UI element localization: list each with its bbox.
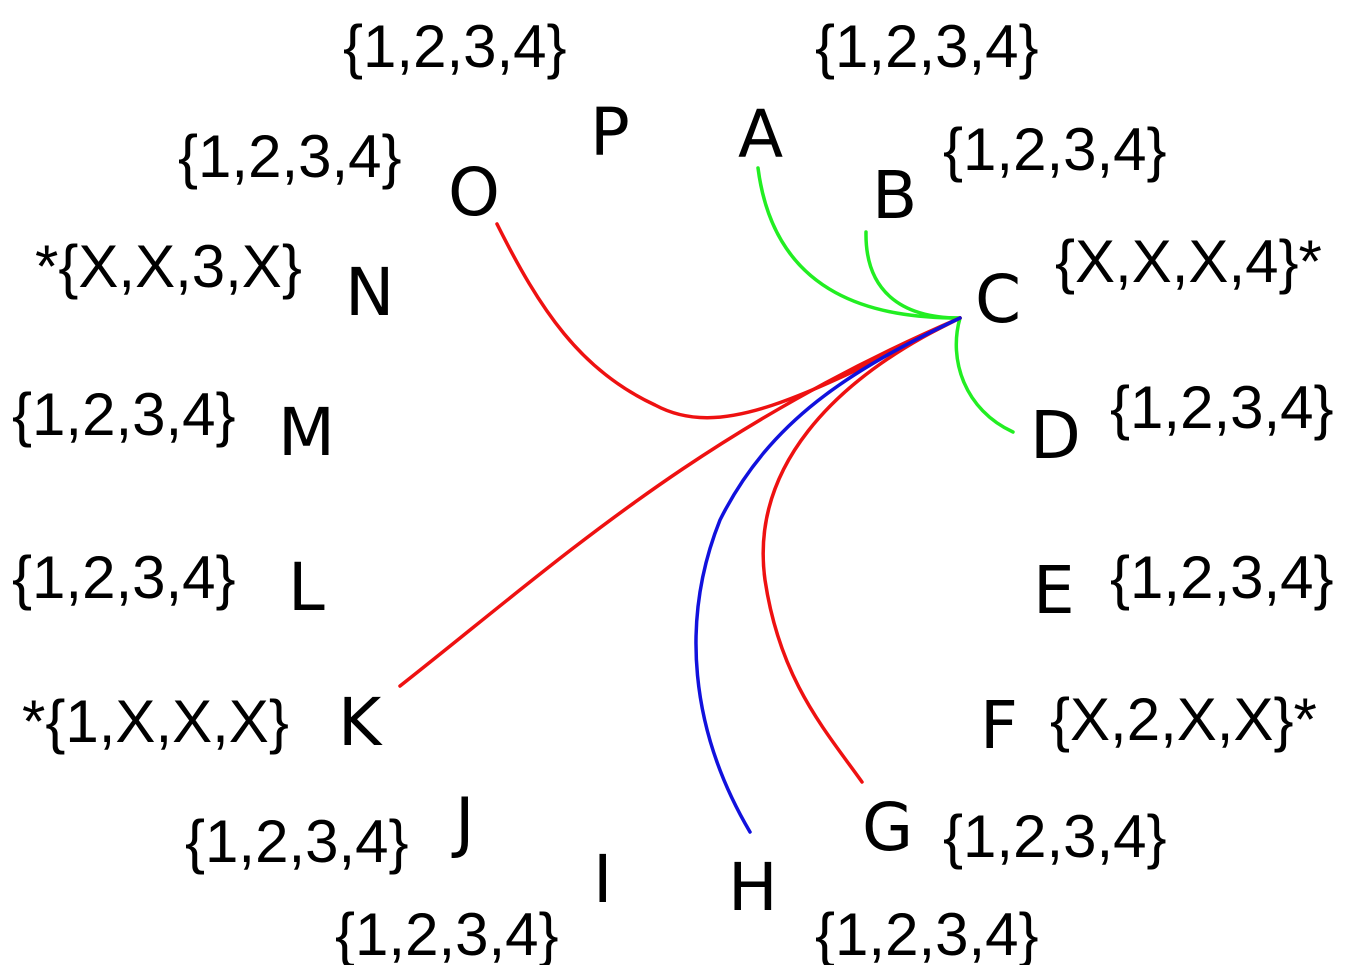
node-label-d: D bbox=[1030, 397, 1081, 474]
domain-label-p: {1,2,3,4} bbox=[343, 13, 567, 80]
edge-c-a bbox=[756, 166, 962, 320]
edge-c-g bbox=[761, 316, 962, 784]
domain-label-h: {1,2,3,4} bbox=[815, 901, 1039, 965]
domain-label-b: {1,2,3,4} bbox=[943, 116, 1167, 183]
node-a: A {1,2,3,4} bbox=[738, 13, 1039, 173]
edge-c-o bbox=[495, 222, 962, 420]
node-p: P {1,2,3,4} bbox=[343, 13, 630, 171]
domain-label-j: {1,2,3,4} bbox=[185, 808, 409, 875]
node-label-g: G bbox=[862, 789, 913, 866]
node-label-f: F bbox=[980, 687, 1018, 764]
domain-label-n: *{X,X,3,X} bbox=[35, 233, 302, 300]
node-h: H {1,2,3,4} bbox=[728, 849, 1039, 965]
edges-layer bbox=[398, 166, 1015, 834]
node-k: K *{1,X,X,X} bbox=[22, 684, 383, 761]
node-m: M {1,2,3,4} bbox=[12, 381, 335, 471]
node-i: I {1,2,3,4} bbox=[335, 841, 612, 965]
node-label-e: E bbox=[1033, 552, 1075, 629]
domain-label-k: *{1,X,X,X} bbox=[22, 688, 289, 755]
labels-layer: A {1,2,3,4} B {1,2,3,4} C {X,X,X,4}* D {1,2,3,4… bbox=[12, 13, 1334, 965]
node-n: N *{X,X,3,X} bbox=[35, 233, 394, 331]
node-label-p: P bbox=[590, 94, 630, 171]
domain-label-g: {1,2,3,4} bbox=[943, 803, 1167, 870]
node-l: L {1,2,3,4} bbox=[12, 544, 325, 626]
node-e: E {1,2,3,4} bbox=[1033, 544, 1334, 629]
node-label-n: N bbox=[345, 254, 394, 331]
node-b: B {1,2,3,4} bbox=[872, 116, 1167, 234]
node-c: C {X,X,X,4}* bbox=[975, 228, 1322, 338]
edge-c-b bbox=[864, 230, 962, 320]
domain-label-l: {1,2,3,4} bbox=[12, 544, 236, 611]
node-j: J {1,2,3,4} bbox=[185, 784, 474, 875]
node-label-o: O bbox=[448, 154, 500, 231]
node-g: G {1,2,3,4} bbox=[862, 789, 1167, 870]
domain-label-e: {1,2,3,4} bbox=[1110, 544, 1334, 611]
node-label-b: B bbox=[872, 157, 917, 234]
node-label-m: M bbox=[278, 394, 335, 471]
edge-c-k bbox=[398, 316, 962, 688]
node-label-h: H bbox=[728, 849, 778, 926]
domain-label-f: {X,2,X,X}* bbox=[1050, 686, 1317, 753]
node-label-l: L bbox=[288, 549, 325, 626]
node-label-i: I bbox=[593, 841, 612, 918]
domain-label-m: {1,2,3,4} bbox=[12, 381, 236, 448]
node-o: O {1,2,3,4} bbox=[178, 123, 500, 231]
domain-label-i: {1,2,3,4} bbox=[335, 901, 559, 965]
edge-c-h bbox=[694, 316, 962, 834]
domain-label-a: {1,2,3,4} bbox=[815, 13, 1039, 80]
domain-label-o: {1,2,3,4} bbox=[178, 123, 402, 190]
node-label-c: C bbox=[975, 261, 1021, 338]
node-f: F {X,2,X,X}* bbox=[980, 686, 1317, 764]
domain-label-d: {1,2,3,4} bbox=[1110, 374, 1334, 441]
domain-label-c: {X,X,X,4}* bbox=[1055, 228, 1322, 295]
node-d: D {1,2,3,4} bbox=[1030, 374, 1334, 474]
node-label-j: J bbox=[451, 784, 474, 861]
node-label-k: K bbox=[338, 684, 383, 761]
edge-c-d bbox=[954, 316, 1015, 434]
node-label-a: A bbox=[738, 96, 783, 173]
